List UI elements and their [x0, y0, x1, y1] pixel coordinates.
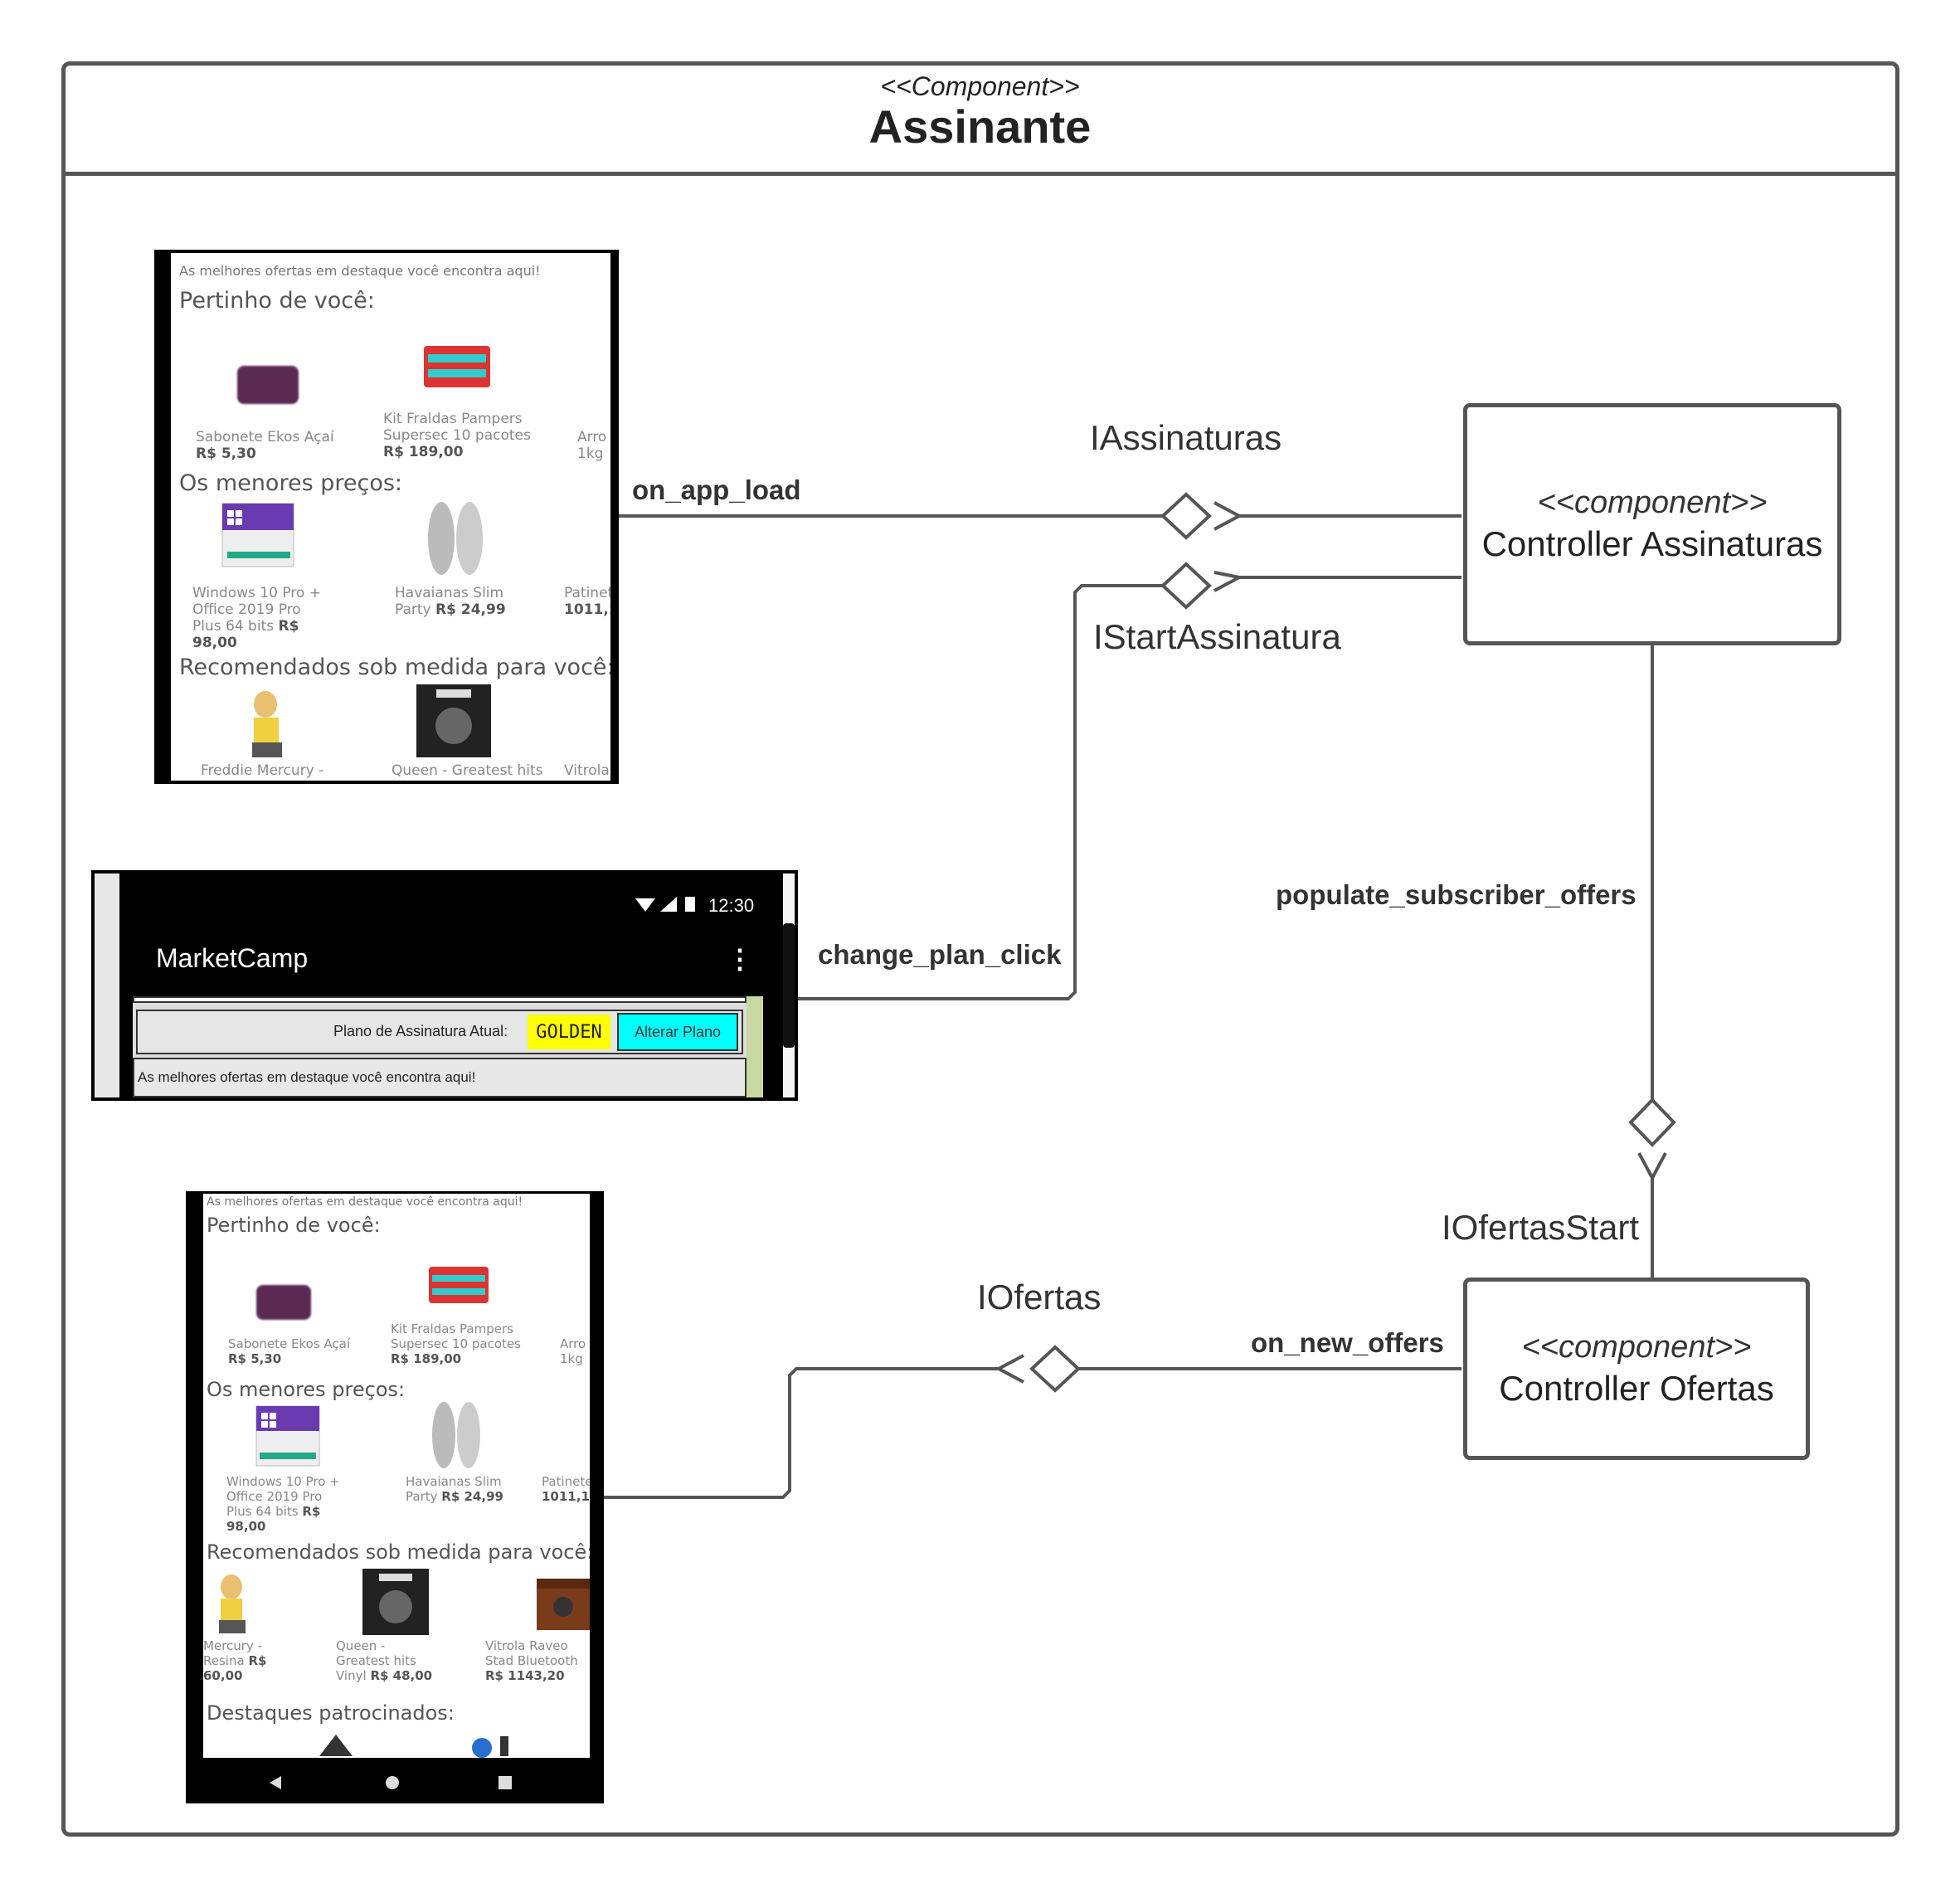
component-frame: [61, 61, 1899, 1837]
battery-icon: [685, 897, 695, 912]
change-plan-button[interactable]: Alterar Plano: [617, 1013, 738, 1051]
frame-stereotype: <<Component>>: [880, 71, 1080, 101]
sponsored-item-image: [319, 1735, 353, 1756]
iassinaturas-diamond: [1160, 492, 1212, 540]
status-icons: [635, 897, 695, 912]
product-freddie: Freddie Mercury -: [201, 762, 324, 779]
section-recommended: Recomendados sob medida para você:: [179, 655, 610, 680]
iassinaturas-socket: [1213, 501, 1243, 531]
section-lowest-prices: Os menores preços:: [179, 470, 402, 496]
istart-diamond: [1160, 562, 1212, 610]
content-area: Plano de Assinatura Atual: GOLDEN Altera…: [133, 996, 763, 1097]
soap-image: [256, 1285, 311, 1320]
plan-label: Plano de Assinatura Atual:: [333, 1023, 508, 1039]
recents-icon[interactable]: [497, 1774, 513, 1791]
home-screenshot-full: As melhores ofertas em destaque você enc…: [186, 1191, 604, 1803]
iofertas-diamond: [1029, 1345, 1081, 1393]
queen-album-image: [362, 1569, 429, 1635]
product-queen: Queen - Greatest hits: [392, 762, 543, 779]
component-stereotype: <<component>>: [1521, 1329, 1752, 1365]
controller-ofertas-component: <<component>> Controller Ofertas: [1463, 1278, 1810, 1460]
banner-row: As melhores ofertas em destaque você enc…: [133, 1058, 747, 1097]
section-near-you: Pertinho de você:: [179, 288, 375, 314]
component-name: Controller Ofertas: [1499, 1368, 1774, 1408]
product-havaianas: Havaianas Slim Party R$ 24,99: [406, 1474, 503, 1504]
iofertas-socket: [995, 1354, 1024, 1384]
signal-icon: [660, 897, 677, 912]
iassinaturas-label: IAssinaturas: [1090, 418, 1282, 457]
home-screen: As melhores ofertas em destaque você enc…: [171, 253, 610, 781]
iofertas-link: [603, 1367, 999, 1499]
on-new-offers-label: on_new_offers: [1251, 1327, 1444, 1358]
appbar-screenshot: 12:30 MarketCamp ⋮ Plano de Assinatura A…: [91, 870, 798, 1101]
component-name: Controller Assinaturas: [1481, 523, 1823, 563]
populate-subscriber-offers-label: populate_subscriber_offers: [1276, 879, 1637, 910]
windows-office-image: [255, 1405, 320, 1467]
windows-office-image: [221, 503, 294, 567]
product-freddie: Mercury - Resina R$ 60,00: [203, 1638, 267, 1683]
frame-header-divider: [61, 172, 1899, 176]
overflow-menu-icon[interactable]: ⋮: [727, 944, 753, 974]
product-rice: Arro 1kg: [560, 1336, 586, 1366]
component-stereotype: <<component>>: [1537, 484, 1768, 520]
iofertas-label: IOfertas: [977, 1278, 1102, 1316]
product-windows-office: Windows 10 Pro + Office 2019 Pro Plus 64…: [192, 585, 321, 651]
app-title: MarketCamp: [156, 943, 309, 973]
change-plan-line: [796, 584, 1163, 1000]
vitrola-image: [537, 1579, 590, 1630]
section-recommended: Recomendados sob medida para você:: [207, 1540, 590, 1564]
sponsored-item-image: [472, 1736, 508, 1758]
back-icon[interactable]: [268, 1774, 285, 1791]
on-app-load-label: on_app_load: [632, 474, 801, 505]
product-havaianas: Havaianas Slim Party R$ 24,99: [395, 585, 506, 618]
freddie-figure-image: [219, 1574, 246, 1633]
istart-socket: [1213, 571, 1244, 592]
phone-side-button: [783, 923, 795, 1048]
section-lowest-prices: Os menores preços:: [207, 1378, 406, 1401]
offers-header: As melhores ofertas em destaque você enc…: [207, 1195, 523, 1209]
phone-left-edge: [95, 874, 119, 1097]
product-rice: Arro 1kg: [577, 429, 607, 462]
plan-row: Plano de Assinatura Atual: GOLDEN Altera…: [136, 1010, 743, 1054]
product-vitrola: Vitrola Raveo Stad Bluetooth R$ 1143,20: [485, 1638, 578, 1683]
change-plan-click-label: change_plan_click: [818, 939, 1062, 970]
iofertasstart-socket: [1637, 1152, 1667, 1182]
wifi-icon: [635, 898, 655, 912]
freddie-figure-image: [252, 691, 282, 757]
banner-text: As melhores ofertas em destaque você enc…: [138, 1069, 476, 1085]
istartassinatura-label: IStartAssinatura: [1093, 617, 1341, 656]
controller-assinaturas-component: <<component>> Controller Assinaturas: [1463, 403, 1841, 645]
scroll-edge: [747, 996, 763, 1097]
flip-flops-image: [428, 502, 483, 575]
diapers-image: [424, 346, 490, 387]
home-icon[interactable]: [384, 1774, 401, 1791]
section-sponsored: Destaques patrocinados:: [207, 1701, 455, 1725]
queen-album-image: [416, 684, 491, 757]
frame-title: Assinante: [868, 100, 1092, 153]
offers-header: As melhores ofertas em destaque você enc…: [179, 263, 541, 279]
product-queen: Queen - Greatest hits Vinyl R$ 48,00: [336, 1638, 433, 1683]
diapers-image: [429, 1267, 489, 1303]
product-vitrola: Vitrola R: [564, 762, 610, 779]
product-windows-office: Windows 10 Pro + Office 2019 Pro Plus 64…: [226, 1474, 340, 1534]
status-time: 12:30: [708, 895, 755, 916]
nav-bar: [188, 1758, 601, 1801]
soap-image: [237, 366, 299, 404]
section-near-you: Pertinho de você:: [207, 1214, 381, 1237]
iofertasstart-diamond: [1628, 1097, 1676, 1147]
iofertasstart-label: IOfertasStart: [1442, 1208, 1640, 1247]
flip-flops-image: [432, 1402, 480, 1468]
plan-value-badge: GOLDEN: [528, 1015, 610, 1049]
home-screenshot-top: As melhores ofertas em destaque você enc…: [154, 250, 619, 784]
home-screen: As melhores ofertas em destaque você enc…: [203, 1194, 590, 1758]
